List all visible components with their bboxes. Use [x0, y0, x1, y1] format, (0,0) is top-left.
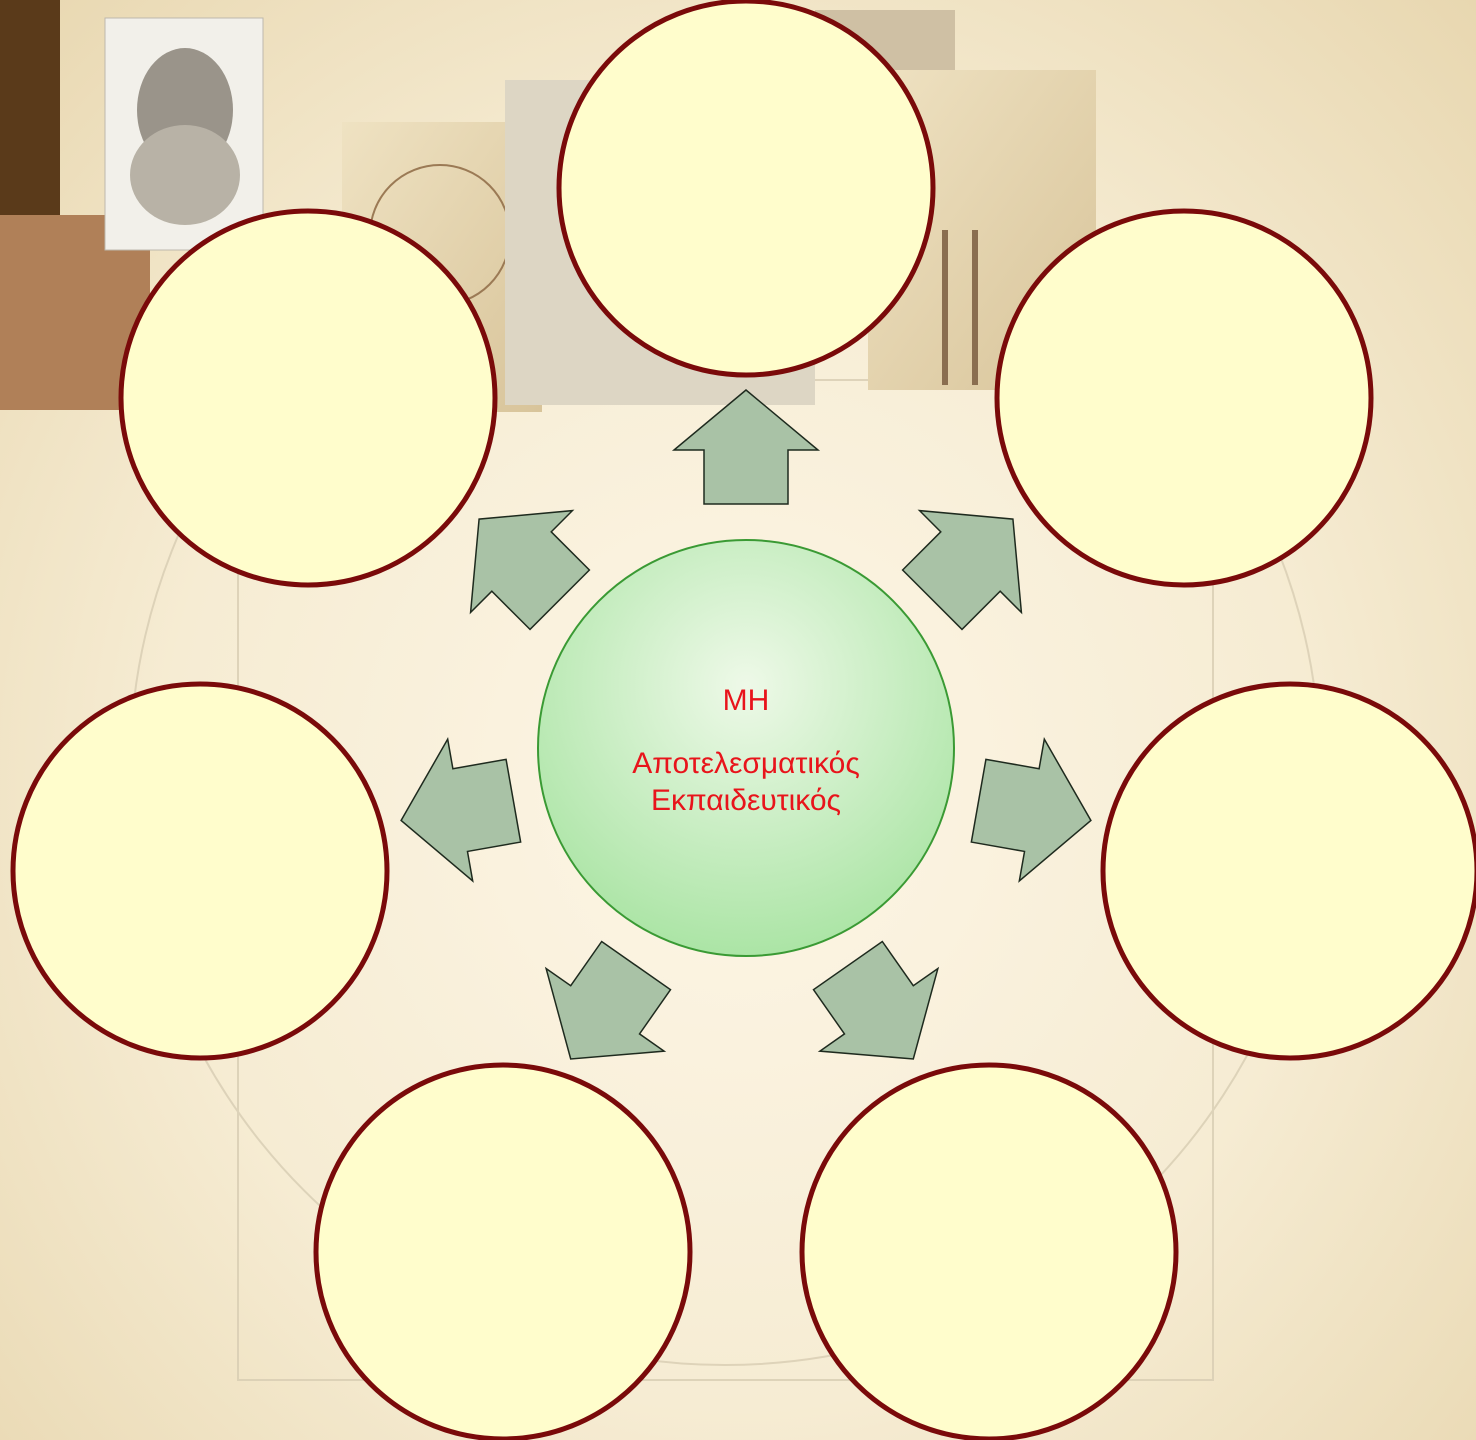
- outer-nodes: [10, 0, 1476, 1440]
- mona-lisa-picture: [0, 0, 60, 215]
- outer-node-4: [10, 681, 390, 1061]
- arrow-6: [544, 940, 672, 1060]
- center-node: ΜΗ Αποτελεσματικός Εκπαιδευτικός: [537, 539, 955, 957]
- center-text-line1: ΜΗ: [723, 684, 770, 717]
- arrow-5: [970, 737, 1092, 883]
- outer-node-2: [118, 208, 498, 588]
- arrows: [400, 389, 1092, 1060]
- center-text-line3: Εκπαιδευτικός: [651, 784, 841, 817]
- outer-node-7: [799, 1062, 1179, 1440]
- arrow-1: [671, 389, 821, 505]
- arrow-4: [400, 737, 522, 883]
- arrow-3: [901, 509, 1023, 631]
- arrow-7: [812, 940, 940, 1060]
- outer-node-6: [313, 1062, 693, 1440]
- outer-node-3: [994, 208, 1374, 588]
- outer-node-5: [1100, 681, 1476, 1061]
- leonardo-self-portrait-picture: [104, 17, 264, 251]
- outer-node-1: [556, 0, 936, 378]
- center-circle: [537, 539, 955, 957]
- arrow-2: [469, 509, 591, 631]
- center-text-line2: Αποτελεσματικός: [632, 747, 860, 780]
